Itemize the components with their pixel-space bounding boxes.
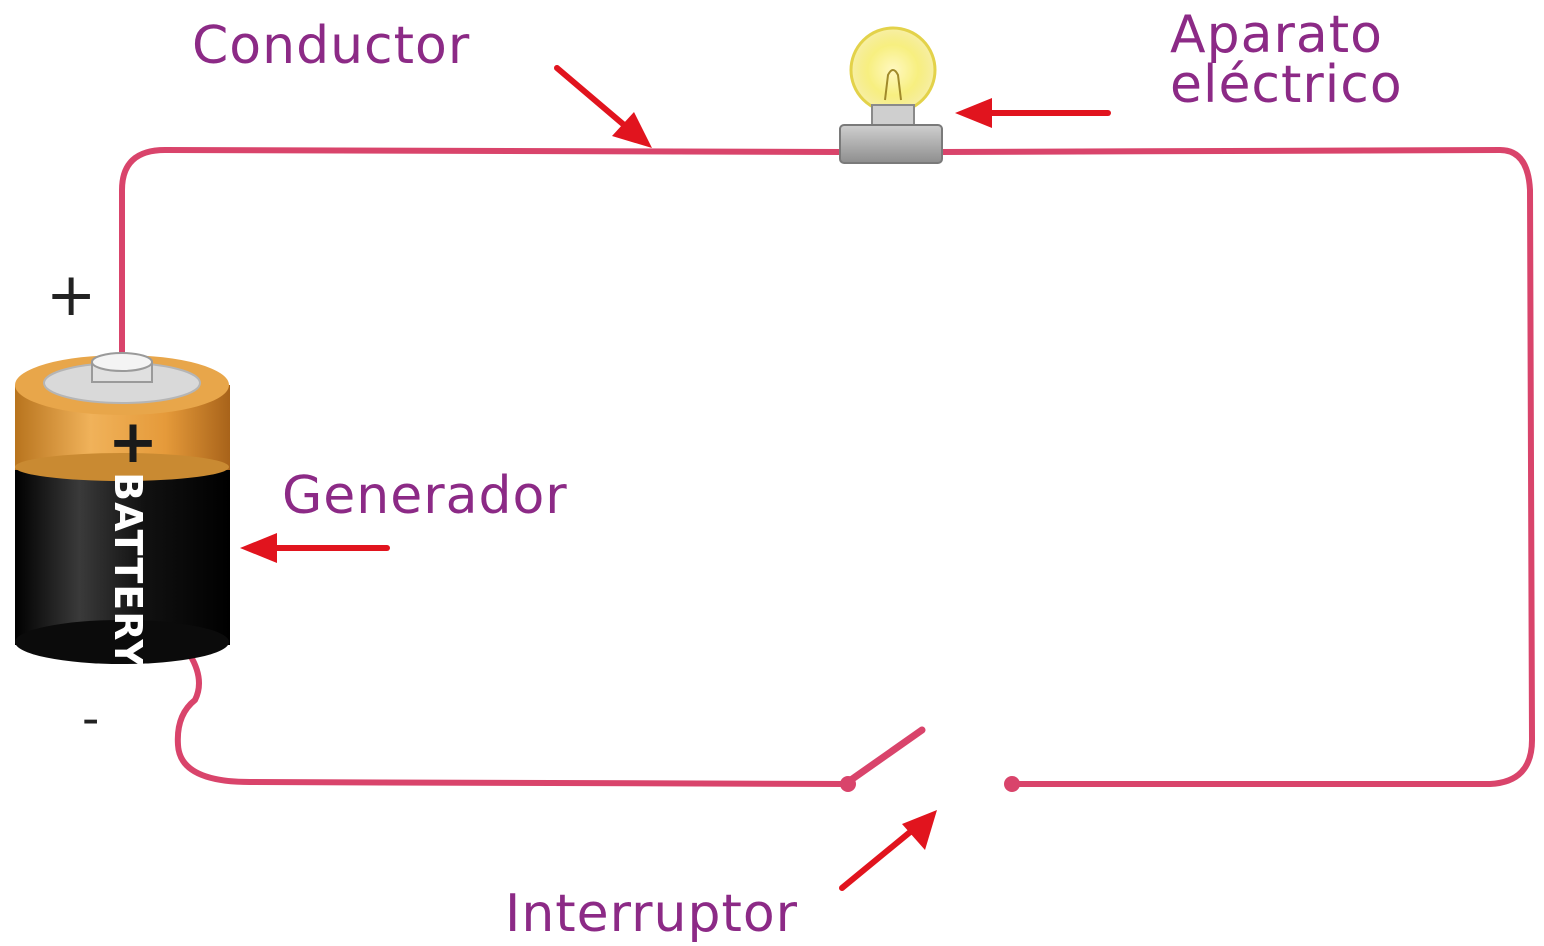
bulb-base — [839, 124, 943, 164]
terminal-minus-sign: - — [82, 691, 100, 747]
arrow-aparato — [955, 98, 1111, 128]
label-interruptor: Interruptor — [505, 884, 799, 944]
switch-lever — [844, 726, 926, 786]
label-conductor: Conductor — [192, 16, 471, 76]
switch-contact-left — [840, 776, 856, 792]
battery: + BATTERY — [15, 352, 230, 668]
label-generador: Generador — [282, 466, 568, 526]
battery-body — [15, 460, 230, 645]
arrow-conductor — [554, 65, 652, 148]
switch-contact-right — [1004, 776, 1020, 792]
circuit-wire — [119, 147, 1535, 787]
battery-terminal-top — [91, 352, 153, 372]
battery-plus-mark: + — [108, 407, 158, 477]
battery-text: BATTERY — [106, 472, 150, 668]
battery-bottom — [15, 620, 229, 664]
switch — [840, 726, 1020, 792]
battery-cap-lower-edge — [15, 453, 229, 481]
bulb-filament — [884, 69, 902, 101]
light-bulb — [839, 26, 943, 164]
arrows — [240, 65, 1111, 891]
label-aparato-electrico: Aparato eléctrico — [1170, 5, 1403, 115]
arrow-interruptor — [839, 810, 937, 891]
terminal-plus-sign: + — [46, 260, 97, 330]
arrow-generador — [240, 533, 390, 563]
